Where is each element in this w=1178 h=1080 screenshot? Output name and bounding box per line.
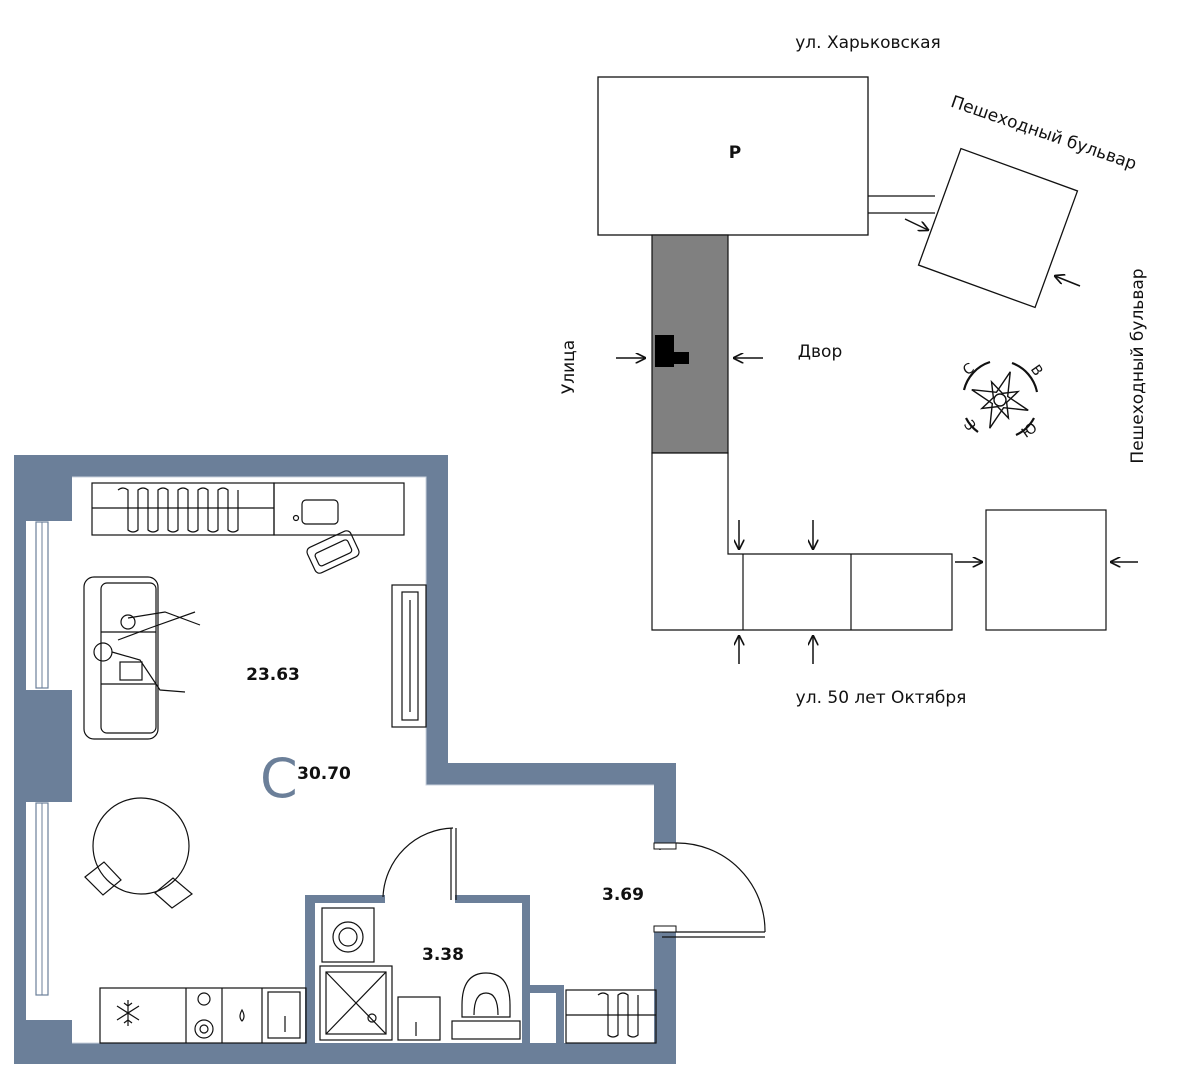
- yard-label: Двор: [798, 342, 843, 362]
- desk-icon: [273, 482, 405, 536]
- pedestrian-right-label: Пешеходный бульвар: [1128, 268, 1148, 463]
- kitchen-sink-icon: [267, 991, 301, 1039]
- bathroom-door-icon: [382, 827, 457, 900]
- radiator-icon: [91, 482, 275, 536]
- street-top-label: ул. Харьковская: [795, 33, 941, 53]
- living-room-area: 23.63: [246, 665, 300, 685]
- arrow-icon: [1055, 276, 1081, 287]
- sofa-icon: [83, 576, 159, 740]
- stove-icon: [194, 992, 214, 1039]
- office-chair-icon: [306, 530, 360, 574]
- people-icon: [93, 611, 201, 693]
- parking-label: P: [729, 143, 741, 163]
- street-left-label: Улица: [559, 340, 579, 394]
- drop-icon: [239, 1008, 245, 1022]
- entrance-arrows: [616, 218, 1138, 664]
- pedestrian-building: [917, 147, 1079, 309]
- dining-table-icon: [84, 797, 193, 909]
- apartment-marker: [655, 335, 689, 367]
- entrance-door-icon: [659, 842, 766, 938]
- tv-icon: [391, 584, 427, 728]
- apartment-plan: 23.63 3.38 3.69 C 30.70: [14, 455, 766, 1064]
- washing-machine-icon: [321, 907, 375, 963]
- street-bottom-label: ул. 50 лет Октября: [796, 688, 967, 708]
- site-plan: ул. Харьковская P Пешеходный бульвар Пеш…: [559, 33, 1148, 708]
- compass-south: Ю: [1019, 420, 1041, 442]
- bathroom-sink-icon: [397, 996, 441, 1041]
- walls: [14, 455, 676, 1064]
- hall-radiator-icon: [565, 989, 657, 1044]
- hall-area: 3.69: [602, 885, 644, 905]
- shower-icon: [319, 965, 393, 1041]
- corner-building: [985, 509, 1107, 631]
- compass-star-icon: [971, 371, 1029, 429]
- apartment-type-letter: C: [260, 747, 298, 810]
- toilet-icon: [451, 972, 521, 1040]
- compass-rose: С В Ю З: [960, 360, 1045, 441]
- fridge-snowflake-icon: [116, 1000, 140, 1026]
- apartment-total-area: 30.70: [297, 764, 351, 784]
- inner-outline: [72, 476, 654, 1044]
- bathroom-area: 3.38: [422, 945, 464, 965]
- arrow-icon: [904, 218, 928, 230]
- parking-building: [597, 76, 869, 236]
- walkway-connector: [868, 195, 935, 214]
- kitchen-counter: [99, 987, 307, 1044]
- main-building: [651, 452, 953, 631]
